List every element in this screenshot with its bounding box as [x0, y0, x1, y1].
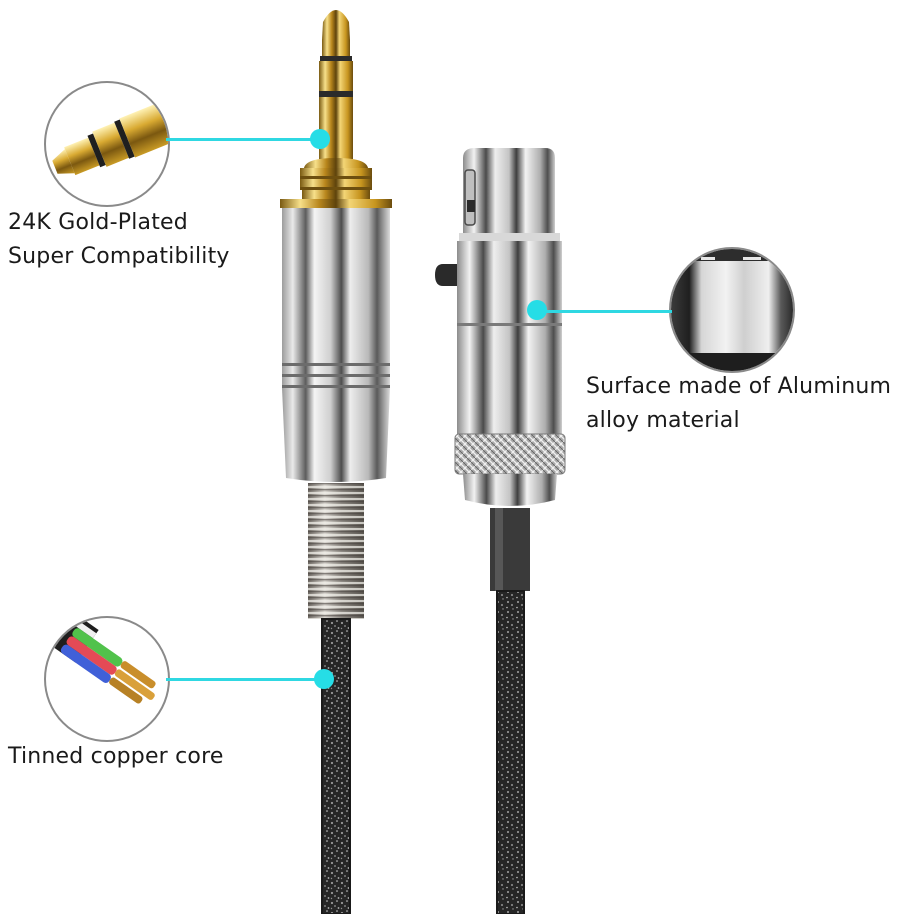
gold-plug-closeup-icon [52, 102, 168, 176]
aluminum-label-line1: Surface made of Aluminum [586, 374, 892, 399]
aluminum-inset [669, 247, 795, 373]
tinned-copper-wires-closeup-icon [46, 618, 156, 704]
gold-callout-line [166, 138, 322, 141]
aluminum-callout-dot [527, 300, 547, 320]
aluminum-callout-line [540, 310, 672, 313]
copper-core-label: Tinned copper core [8, 740, 224, 774]
aluminum-surface-closeup-icon [671, 249, 793, 371]
copper-core-label-line1: Tinned copper core [8, 744, 224, 769]
aluminum-label-line2: alloy material [586, 408, 740, 433]
copper-core-inset [44, 616, 170, 742]
copper-callout-dot [314, 669, 334, 689]
stereo-jack-plug [280, 10, 392, 914]
gold-plated-label-line2: Super Compatibility [8, 244, 230, 269]
gold-plated-label-line1: 24K Gold-Plated [8, 210, 188, 235]
gold-callout-dot [310, 129, 330, 149]
aluminum-label: Surface made of Aluminum alloy material [586, 370, 891, 438]
mini-xlr-connector [435, 148, 566, 914]
gold-plated-label: 24K Gold-Plated Super Compatibility [8, 206, 230, 274]
copper-callout-line [166, 678, 326, 681]
gold-tip-inset [44, 81, 170, 207]
